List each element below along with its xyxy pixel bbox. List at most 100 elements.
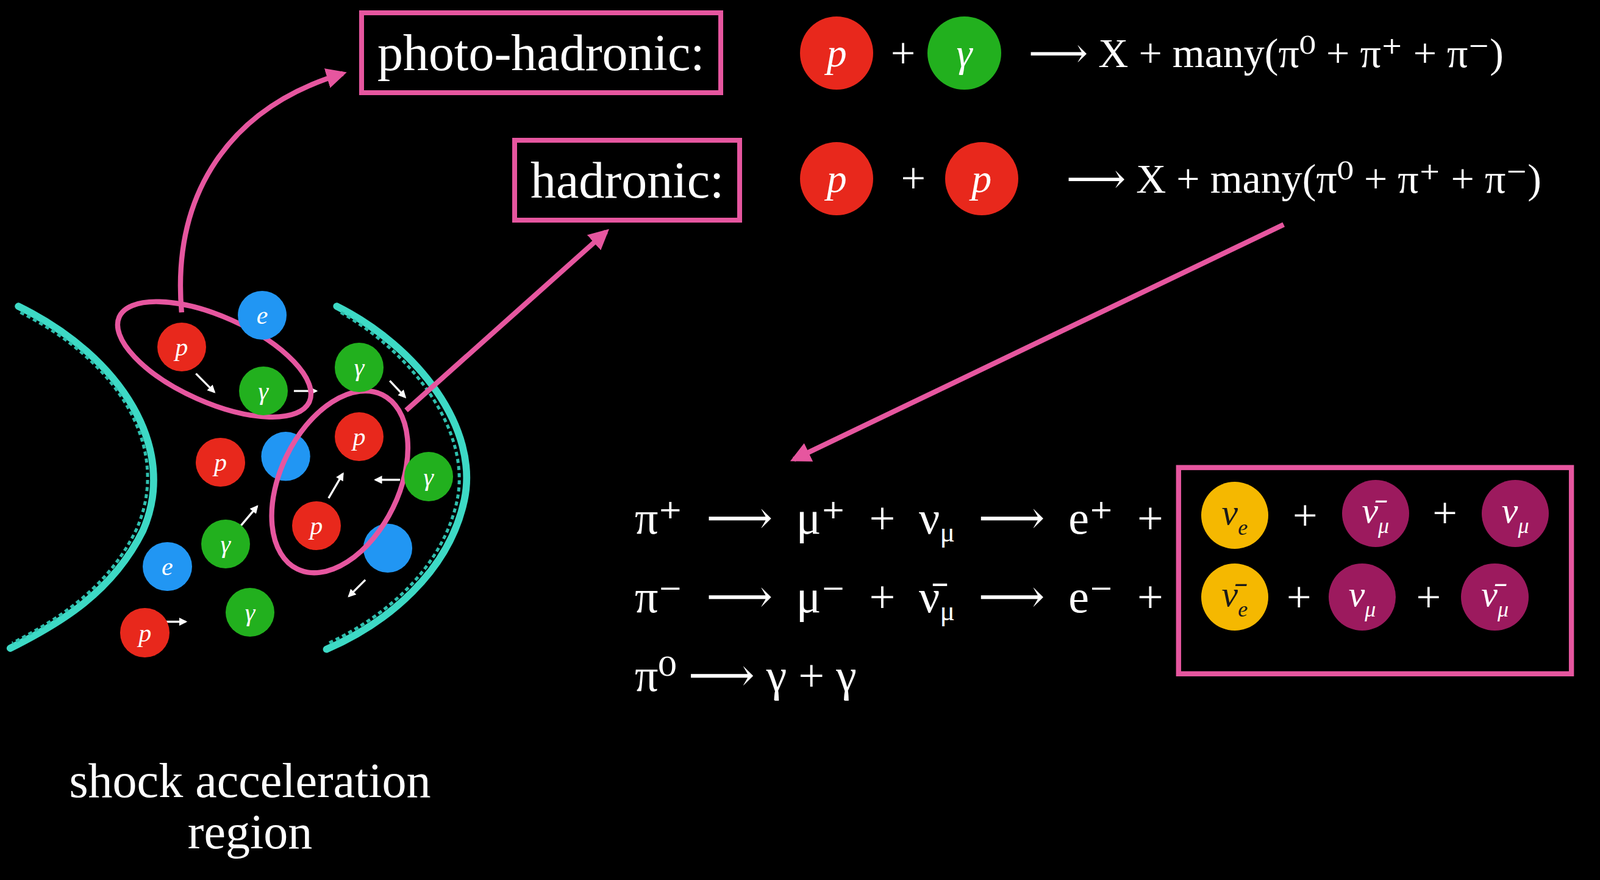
equation-token: ⟶ xyxy=(706,491,773,545)
equation-token: ⟶ xyxy=(978,570,1046,624)
pointer-arrow xyxy=(180,73,343,313)
caption-text: shock acceleration region xyxy=(18,754,482,858)
box-title: hadronic: xyxy=(530,151,724,209)
particle-label: e xyxy=(256,302,269,329)
equation-token: + xyxy=(868,570,896,624)
shock-front xyxy=(326,306,468,649)
particle-circle: e xyxy=(237,290,287,340)
particle-label: p xyxy=(214,449,227,475)
particle-circle: p xyxy=(195,437,245,487)
particle-label: γ xyxy=(257,378,269,404)
particle-circle: p xyxy=(800,16,874,90)
particle-circle: νμ xyxy=(1481,479,1549,547)
particle-label: γ xyxy=(220,531,232,557)
interaction-ellipse xyxy=(101,278,327,441)
equation-token: e⁺ xyxy=(1068,491,1114,545)
equation-token: ⟶ xyxy=(978,491,1046,545)
equation-token: π⁻ xyxy=(634,570,683,624)
particle-circle: ν̄μ xyxy=(1342,479,1410,547)
particle-label: p xyxy=(826,32,847,74)
particle-circle: γ xyxy=(927,16,1001,90)
particle-subscript: e xyxy=(1237,596,1248,622)
shock-front xyxy=(12,312,148,643)
particle-label: p xyxy=(175,334,188,360)
particle-symbol: p xyxy=(309,511,323,540)
neutrino-group-box xyxy=(1178,467,1572,674)
velocity-arrow xyxy=(389,380,405,397)
plus-sign: + xyxy=(1416,571,1442,623)
particle-symbol: e xyxy=(256,301,269,330)
particle-symbol: ν xyxy=(1221,492,1239,533)
particle-label: γ xyxy=(423,464,435,490)
equation-token: + xyxy=(1137,491,1164,545)
particle-symbol: ν̄ xyxy=(1361,490,1379,531)
formula-text: ⟶ X + many(π⁰ + π⁺ + π⁻) xyxy=(1066,154,1542,203)
particle-circle: γ xyxy=(239,366,288,416)
particle-subscript: μ xyxy=(1364,596,1376,622)
particle-label: ν̄μ xyxy=(1361,492,1390,529)
box-title: photo-hadronic: xyxy=(377,24,705,82)
velocity-arrow xyxy=(328,473,343,499)
particle-symbol: p xyxy=(138,618,152,647)
process-box: hadronic: xyxy=(512,137,743,223)
velocity-arrow xyxy=(240,506,258,526)
electron-dot xyxy=(363,523,413,573)
particle-circle: νe xyxy=(1201,481,1269,549)
particle-subscript: e xyxy=(1237,515,1248,540)
particle-circle: γ xyxy=(201,519,250,569)
pointer-arrow xyxy=(406,231,607,411)
particle-symbol: γ xyxy=(220,529,232,558)
particle-circle: γ xyxy=(404,451,454,501)
particle-symbol: γ xyxy=(245,598,256,627)
particle-circle: ν̄μ xyxy=(1460,563,1529,631)
particle-circle: p xyxy=(945,142,1019,216)
particle-symbol: e xyxy=(161,552,174,581)
particle-circle: p xyxy=(292,501,341,550)
equation-token: ν xyxy=(918,491,940,545)
subscript-text: μ xyxy=(939,595,955,627)
particle-circle: p xyxy=(334,412,384,461)
formula-text: π⁰ ⟶ γ + γ xyxy=(634,648,857,702)
particle-label: νμ xyxy=(1501,492,1530,529)
particle-symbol: ν xyxy=(1348,573,1366,615)
particle-circle: γ xyxy=(334,342,384,392)
particle-symbol: γ xyxy=(354,353,365,382)
particle-symbol: p xyxy=(971,156,992,201)
particle-subscript: μ xyxy=(1497,596,1509,622)
plus-sign: + xyxy=(900,153,926,204)
velocity-arrow xyxy=(375,478,400,481)
particle-circle: p xyxy=(800,142,874,216)
particle-label: νe xyxy=(1221,493,1249,531)
pointer-arrow xyxy=(793,224,1284,460)
formula-text: ⟶ X + many(π⁰ + π⁺ + π⁻) xyxy=(1028,29,1504,77)
particle-symbol: ν xyxy=(1501,490,1519,531)
particle-label: γ xyxy=(245,599,256,625)
particle-label: ν̄μ xyxy=(1481,575,1509,613)
plus-sign: + xyxy=(1432,487,1458,539)
plus-sign: + xyxy=(890,28,916,79)
equation-token: ⟶ xyxy=(706,570,773,624)
particle-circle: e xyxy=(142,542,192,591)
particle-label: p xyxy=(353,423,366,450)
particle-symbol: p xyxy=(175,332,188,361)
particle-symbol: γ xyxy=(423,462,435,491)
particle-label: p xyxy=(309,512,323,539)
particle-label: ν̄e xyxy=(1221,575,1249,613)
velocity-arrows xyxy=(163,373,406,622)
particle-circle: ν̄e xyxy=(1201,563,1269,631)
shock-front xyxy=(328,312,460,643)
particle-label: p xyxy=(138,620,152,646)
particle-symbol: γ xyxy=(956,30,972,75)
equation-token: + xyxy=(1137,570,1164,624)
particle-symbol: p xyxy=(826,30,847,75)
process-box: photo-hadronic: xyxy=(359,10,724,96)
particle-symbol: p xyxy=(353,422,366,451)
plus-sign: + xyxy=(1292,490,1318,541)
particle-circle: γ xyxy=(225,587,275,637)
equation-token: ν̄ xyxy=(918,570,940,624)
equation-token: + xyxy=(868,491,896,545)
particle-label: γ xyxy=(354,354,365,380)
particle-circle: p xyxy=(157,322,207,372)
